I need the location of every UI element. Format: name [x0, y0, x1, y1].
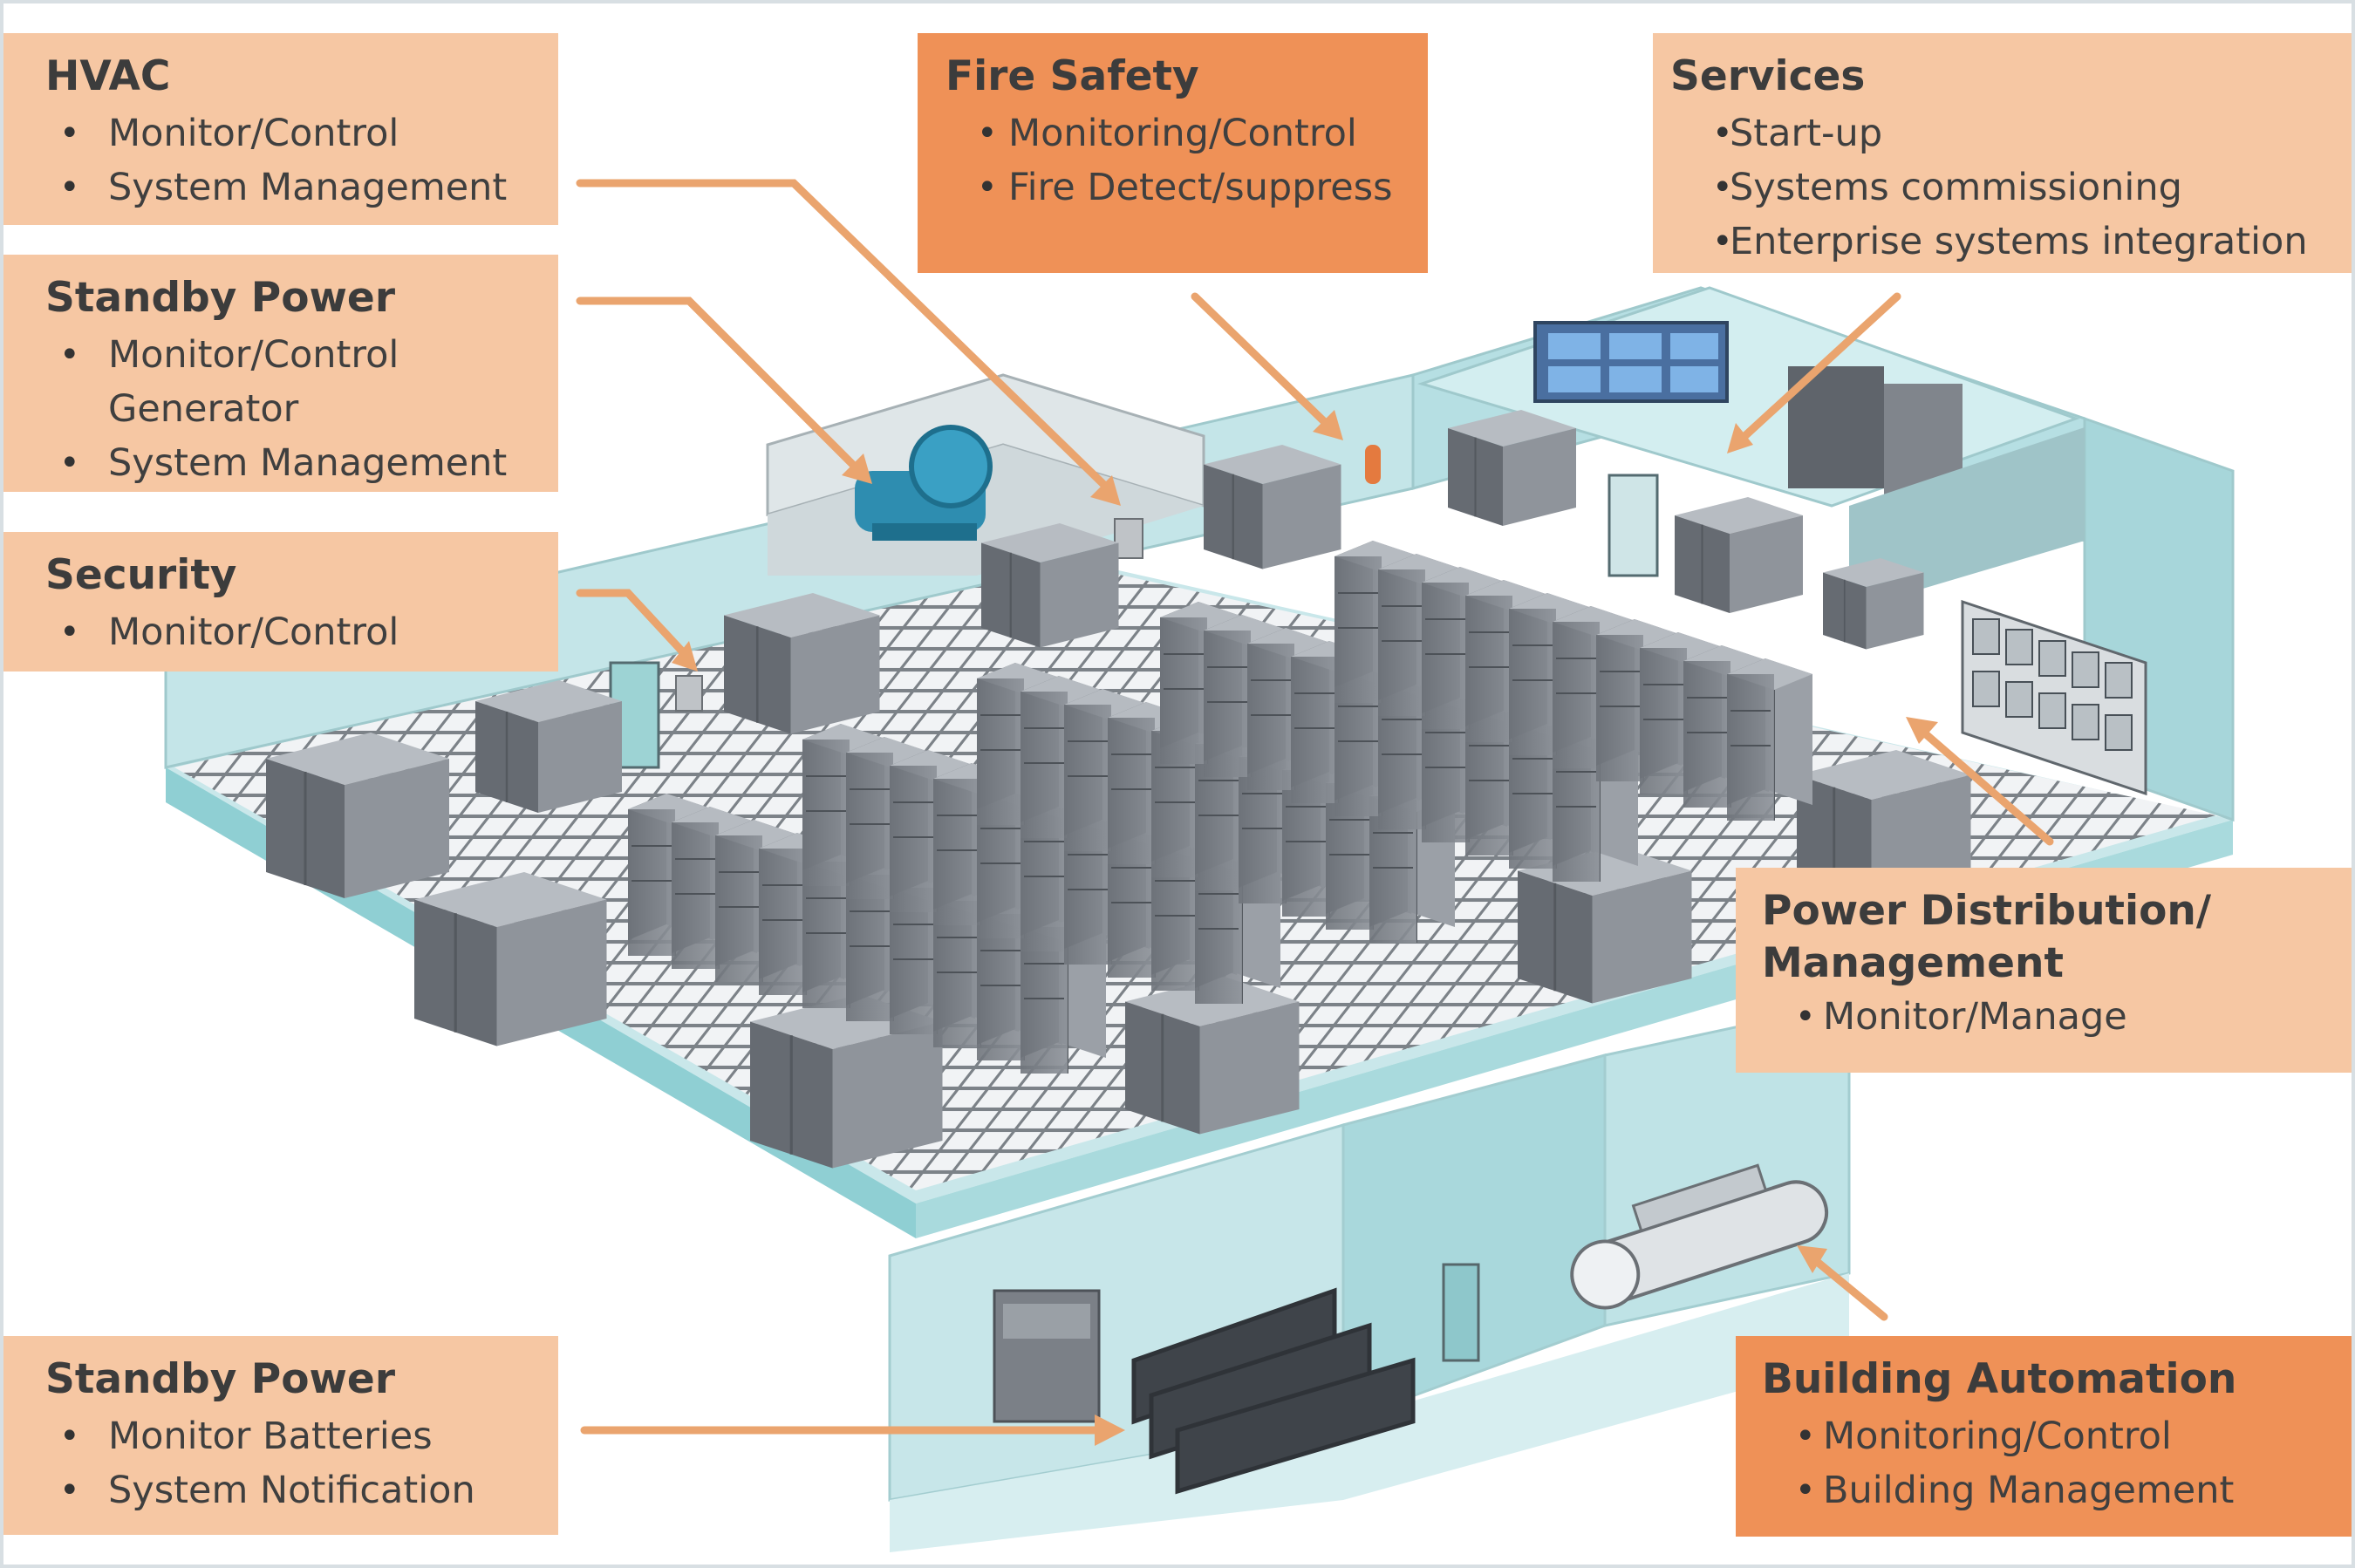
callout-fire-safety: Fire Safety Monitoring/Control Fire Dete… — [918, 33, 1428, 273]
callout-list: Monitoring/Control Building Management — [1736, 1409, 2355, 1517]
callout-title: Services — [1670, 52, 1866, 100]
callout-security: Security Monitor/Control — [0, 532, 558, 672]
callout-title-line-1: Power Distribution/ — [1762, 887, 2212, 935]
callout-title: Building Automation — [1762, 1355, 2237, 1403]
list-item: Systems commissioning — [1653, 160, 2355, 215]
list-item: Monitoring/Control — [1736, 1409, 2355, 1463]
callout-list: Monitoring/Control Fire Detect/suppress — [918, 106, 1428, 215]
list-item: Monitor Batteries — [0, 1409, 558, 1463]
callout-list: Monitor/Control Generator System Managem… — [0, 328, 523, 490]
callout-list: Monitor/Manage — [1736, 990, 2355, 1044]
callout-title-line-2: Management — [1762, 939, 2064, 987]
callout-title: Fire Safety — [945, 52, 1199, 100]
callout-list: Monitor/Control — [0, 605, 558, 659]
list-item: Monitoring/Control — [918, 106, 1428, 160]
list-item: Fire Detect/suppress — [918, 160, 1428, 215]
callout-standby-power-batteries: Standby Power Monitor Batteries System N… — [0, 1336, 558, 1535]
callout-title: Standby Power — [45, 274, 395, 322]
callout-power-distribution: Power Distribution/ Management Monitor/M… — [1736, 868, 2355, 1073]
callout-list: Monitor Batteries System Notification — [0, 1409, 558, 1517]
callout-services: Services Start-up Systems commissioning … — [1653, 33, 2355, 273]
list-item: System Notification — [0, 1463, 558, 1517]
callout-title: Standby Power — [45, 1355, 395, 1403]
list-item: Enterprise systems integration — [1653, 215, 2355, 269]
list-item: Building Management — [1736, 1463, 2355, 1517]
list-item: System Management — [0, 160, 558, 215]
list-item: Monitor/Control Generator — [0, 328, 523, 436]
callout-list: Monitor/Control System Management — [0, 106, 558, 215]
list-item: Monitor/Manage — [1736, 990, 2355, 1044]
callout-title: HVAC — [45, 52, 171, 100]
callout-hvac: HVAC Monitor/Control System Management — [0, 33, 558, 225]
list-item: Start-up — [1653, 106, 2355, 160]
callout-building-automation: Building Automation Monitoring/Control B… — [1736, 1336, 2355, 1537]
callout-list: Start-up Systems commissioning Enterpris… — [1653, 106, 2355, 269]
callout-standby-power-generator: Standby Power Monitor/Control Generator … — [0, 255, 558, 492]
list-item: Monitor/Control — [0, 605, 558, 659]
list-item: Monitor/Control — [0, 106, 558, 160]
callout-title: Security — [45, 551, 237, 599]
list-item: System Management — [0, 436, 523, 490]
